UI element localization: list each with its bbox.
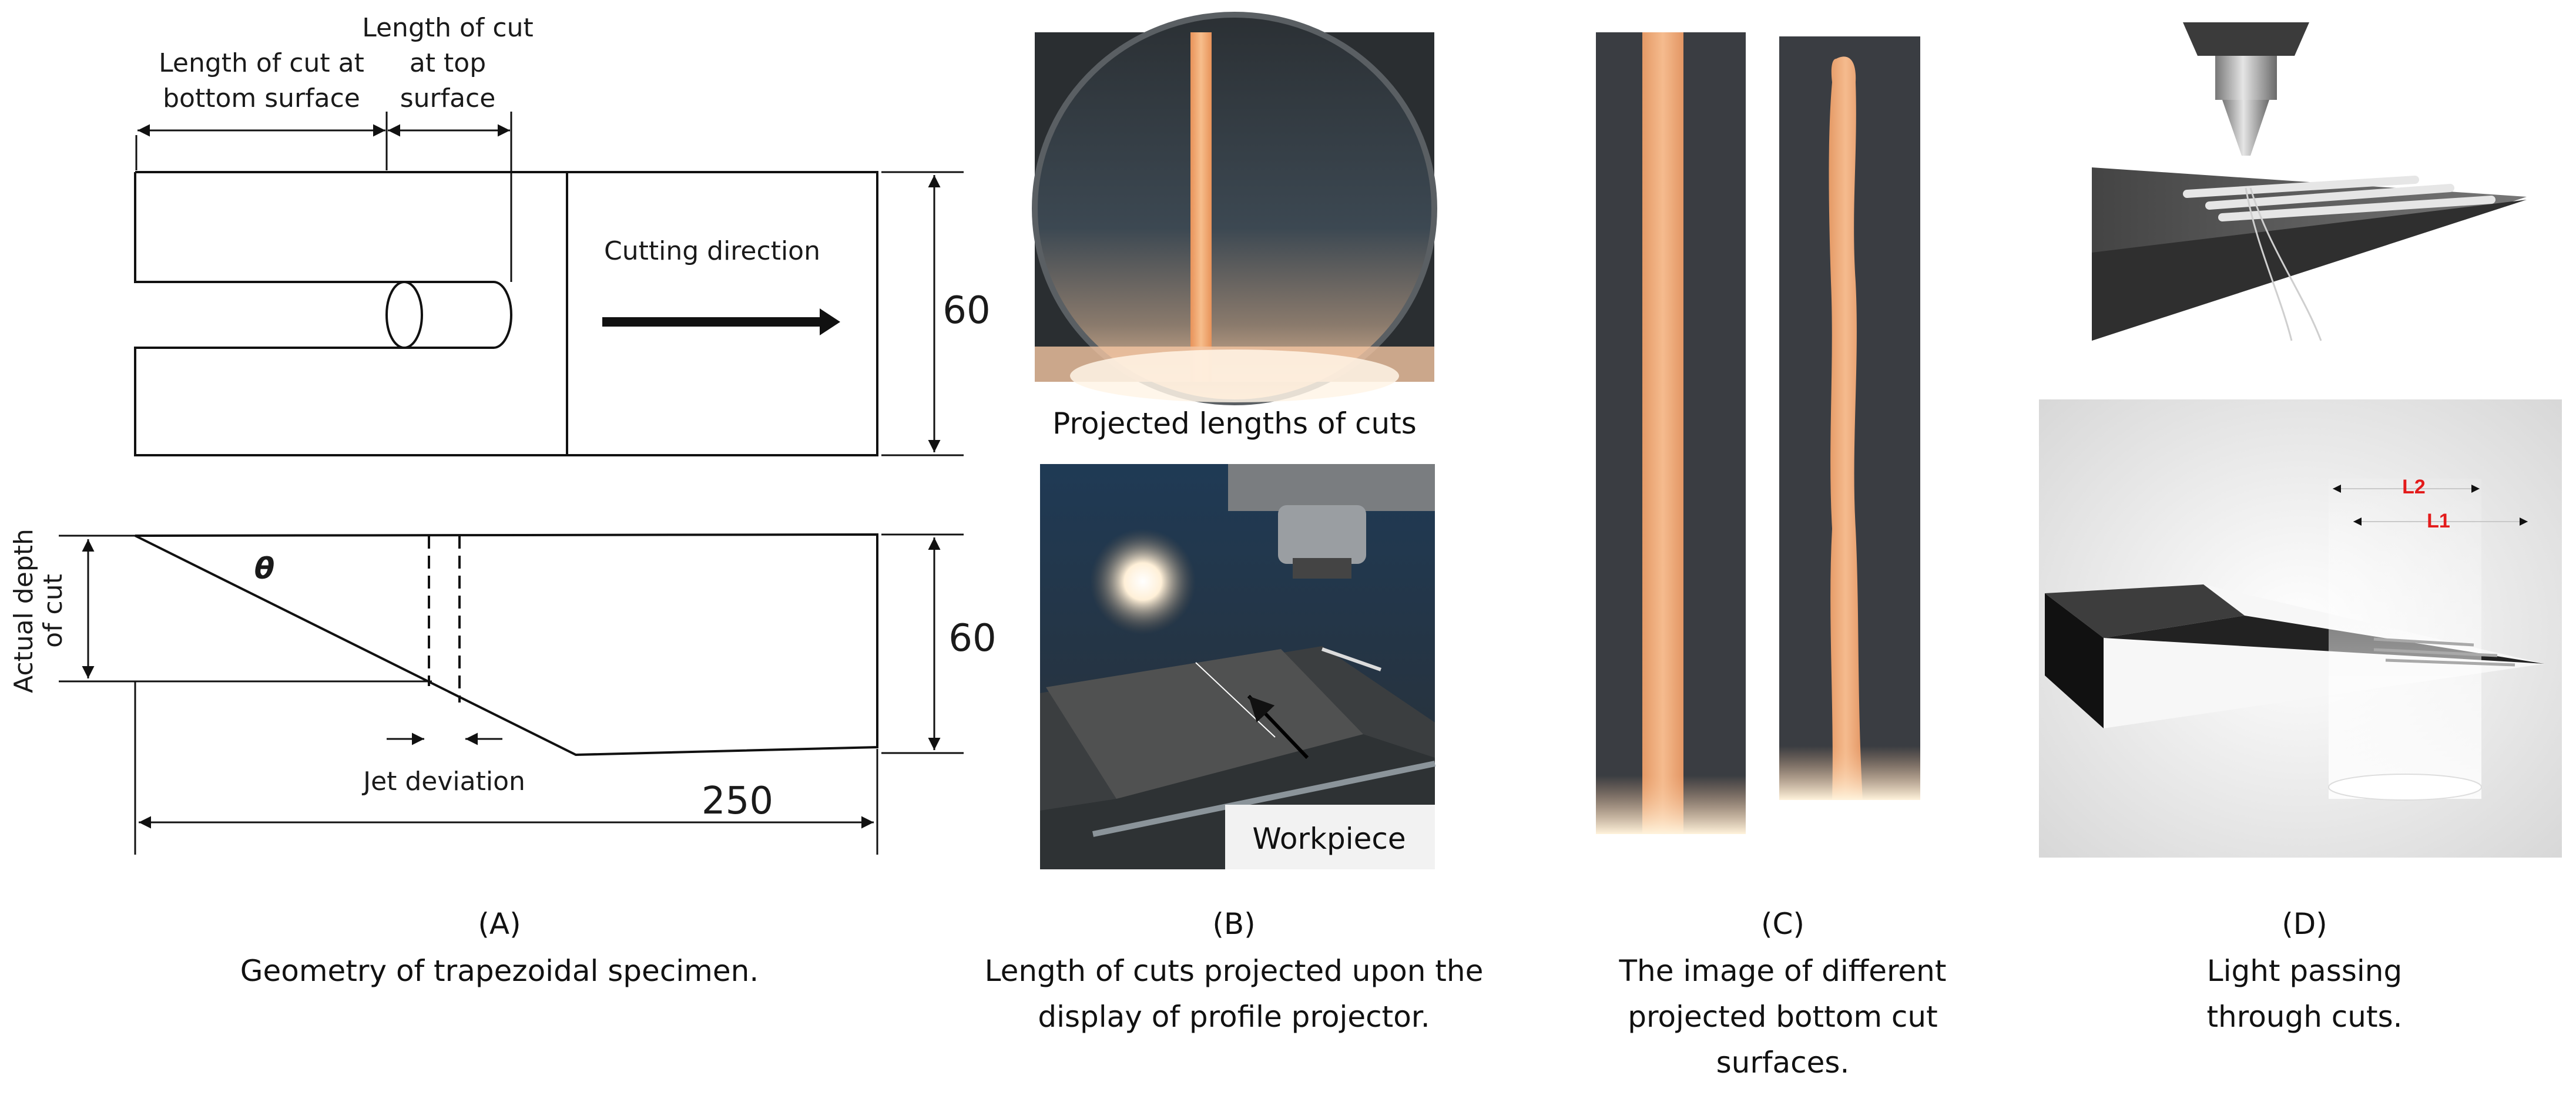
- top-view-outline: [134, 171, 878, 456]
- top-cut-label-line1: Length of cut: [362, 13, 533, 43]
- panel-a-caption: Geometry of trapezoidal specimen.: [240, 954, 759, 988]
- workpiece-pointer-arrow: [1247, 694, 1309, 759]
- profile-projector-photo: [1040, 464, 1436, 869]
- top-cut-label-line3: surface: [400, 83, 496, 113]
- cutting-direction-label: Cutting direction: [604, 236, 820, 266]
- panel-b-caption-line1: Length of cuts projected upon the: [985, 954, 1484, 988]
- height-dimension-bottom: 60: [948, 617, 996, 660]
- workpiece-label: Workpiece: [1252, 822, 1406, 856]
- angle-theta: θ: [254, 552, 274, 586]
- actual-depth-line2: of cut: [38, 574, 68, 648]
- panel-a-letter: (A): [478, 907, 521, 941]
- panel-d-caption-line2: through cuts.: [2206, 1000, 2402, 1034]
- panel-c-caption-line1: The image of different: [1619, 954, 1947, 988]
- bottom-cut-label-line1: Length of cut at: [159, 48, 364, 78]
- slot-tip: [493, 281, 512, 349]
- panel-c-caption-line2: projected bottom cut: [1628, 1000, 1937, 1034]
- top-cut-label-line2: at top: [410, 48, 486, 78]
- panel-d-letter: (D): [2282, 907, 2327, 941]
- length-dimension: 250: [702, 779, 773, 823]
- panel-d-caption-line1: Light passing: [2207, 954, 2402, 988]
- panel-b-letter: (B): [1212, 907, 1255, 941]
- panel-b-caption-line2: display of profile projector.: [1038, 1000, 1430, 1034]
- projector-screen-photo: [1032, 12, 1437, 405]
- panel-c: (C) The image of different projected bot…: [1596, 32, 1946, 1080]
- cutting-direction-arrowhead: [820, 308, 840, 335]
- panel-c-caption-line3: surfaces.: [1716, 1046, 1850, 1080]
- jet-deviation-label: Jet deviation: [361, 767, 525, 796]
- l2-label: L2: [2402, 476, 2426, 498]
- height-dimension-top: 60: [942, 289, 990, 332]
- light-through-cuts-render: [2039, 399, 2562, 858]
- bottom-cut-label-line2: bottom surface: [163, 83, 360, 113]
- side-view-outline: [135, 533, 878, 757]
- bottom-cut-image-left: [1596, 32, 1746, 834]
- panel-d: L2 L1 (D) Light passing through cuts.: [2039, 22, 2562, 1034]
- slot-top-end: [404, 281, 423, 349]
- actual-depth-line1: Actual depth: [9, 529, 39, 693]
- panel-b: Projected lengths of cuts Workpiece (B) …: [985, 12, 1484, 1034]
- panel-a-drawing: Length of cut at bottom surface Length o…: [9, 13, 997, 988]
- waterjet-cutting-render: [2092, 22, 2527, 341]
- panel-c-letter: (C): [1761, 907, 1804, 941]
- l1-label: L1: [2427, 510, 2450, 532]
- slot-bottom-end: [385, 281, 405, 349]
- bottom-cut-image-right: [1779, 36, 1920, 801]
- projected-cuts-caption: Projected lengths of cuts: [1052, 406, 1417, 441]
